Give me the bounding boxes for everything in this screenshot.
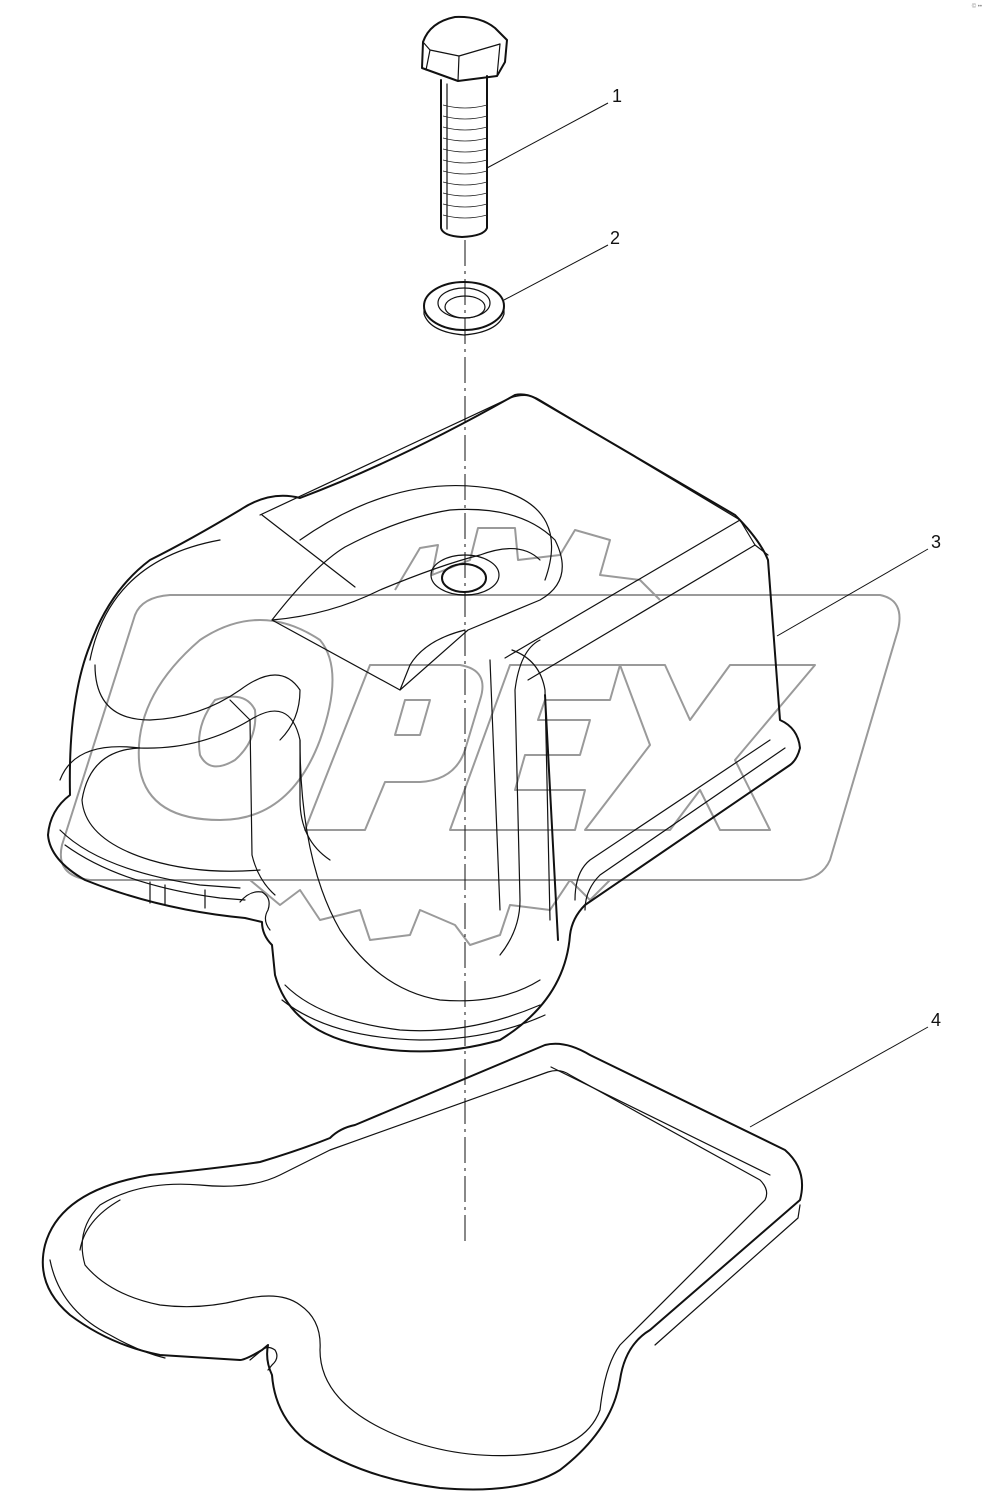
washer-part[interactable] (423, 281, 505, 336)
callout-2: 2 (610, 228, 621, 248)
gasket-part[interactable] (41, 1042, 804, 1491)
cover-part[interactable] (47, 393, 801, 1053)
bolt-part[interactable] (421, 15, 508, 238)
callout-4: 4 (931, 1010, 942, 1030)
leader-line-4 (749, 1026, 929, 1128)
leader-line-2 (503, 244, 609, 301)
callout-1: 1 (612, 86, 623, 106)
corner-mark: © •• (971, 4, 982, 10)
leader-line-1 (486, 102, 609, 169)
leader-line-3 (776, 548, 929, 637)
callout-3: 3 (931, 532, 942, 552)
